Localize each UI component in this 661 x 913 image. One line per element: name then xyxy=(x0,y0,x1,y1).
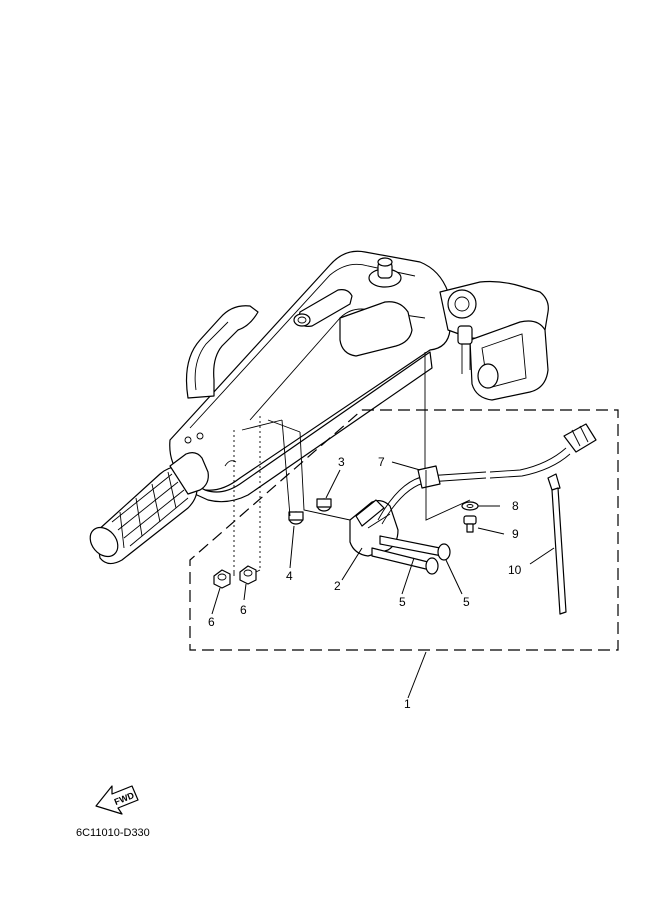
bolt-part xyxy=(463,515,477,533)
wire-harness-part xyxy=(377,423,597,525)
callout-2: 2 xyxy=(334,579,341,593)
callout-5b: 5 xyxy=(463,595,470,609)
callout-4: 4 xyxy=(286,569,293,583)
fwd-arrow-icon: FWD xyxy=(95,785,139,815)
washer-part xyxy=(461,501,479,511)
callout-3: 3 xyxy=(338,455,345,469)
cable-tie-part xyxy=(547,473,567,615)
kit-boundary xyxy=(189,409,619,651)
callout-7: 7 xyxy=(378,455,385,469)
callout-10: 10 xyxy=(508,563,522,577)
spacer-part xyxy=(288,498,332,525)
callout-6b: 6 xyxy=(240,603,247,617)
callout-5a: 5 xyxy=(399,595,406,609)
nut-part xyxy=(213,565,257,589)
callout-6a: 6 xyxy=(208,615,215,629)
callout-8: 8 xyxy=(512,499,519,513)
drawing-code: 6C11010-D330 xyxy=(76,827,150,839)
callout-9: 9 xyxy=(512,527,519,541)
switch-part xyxy=(349,499,399,557)
tiller-handle xyxy=(89,250,549,565)
screw-part xyxy=(371,535,451,575)
callout-1: 1 xyxy=(404,697,411,711)
